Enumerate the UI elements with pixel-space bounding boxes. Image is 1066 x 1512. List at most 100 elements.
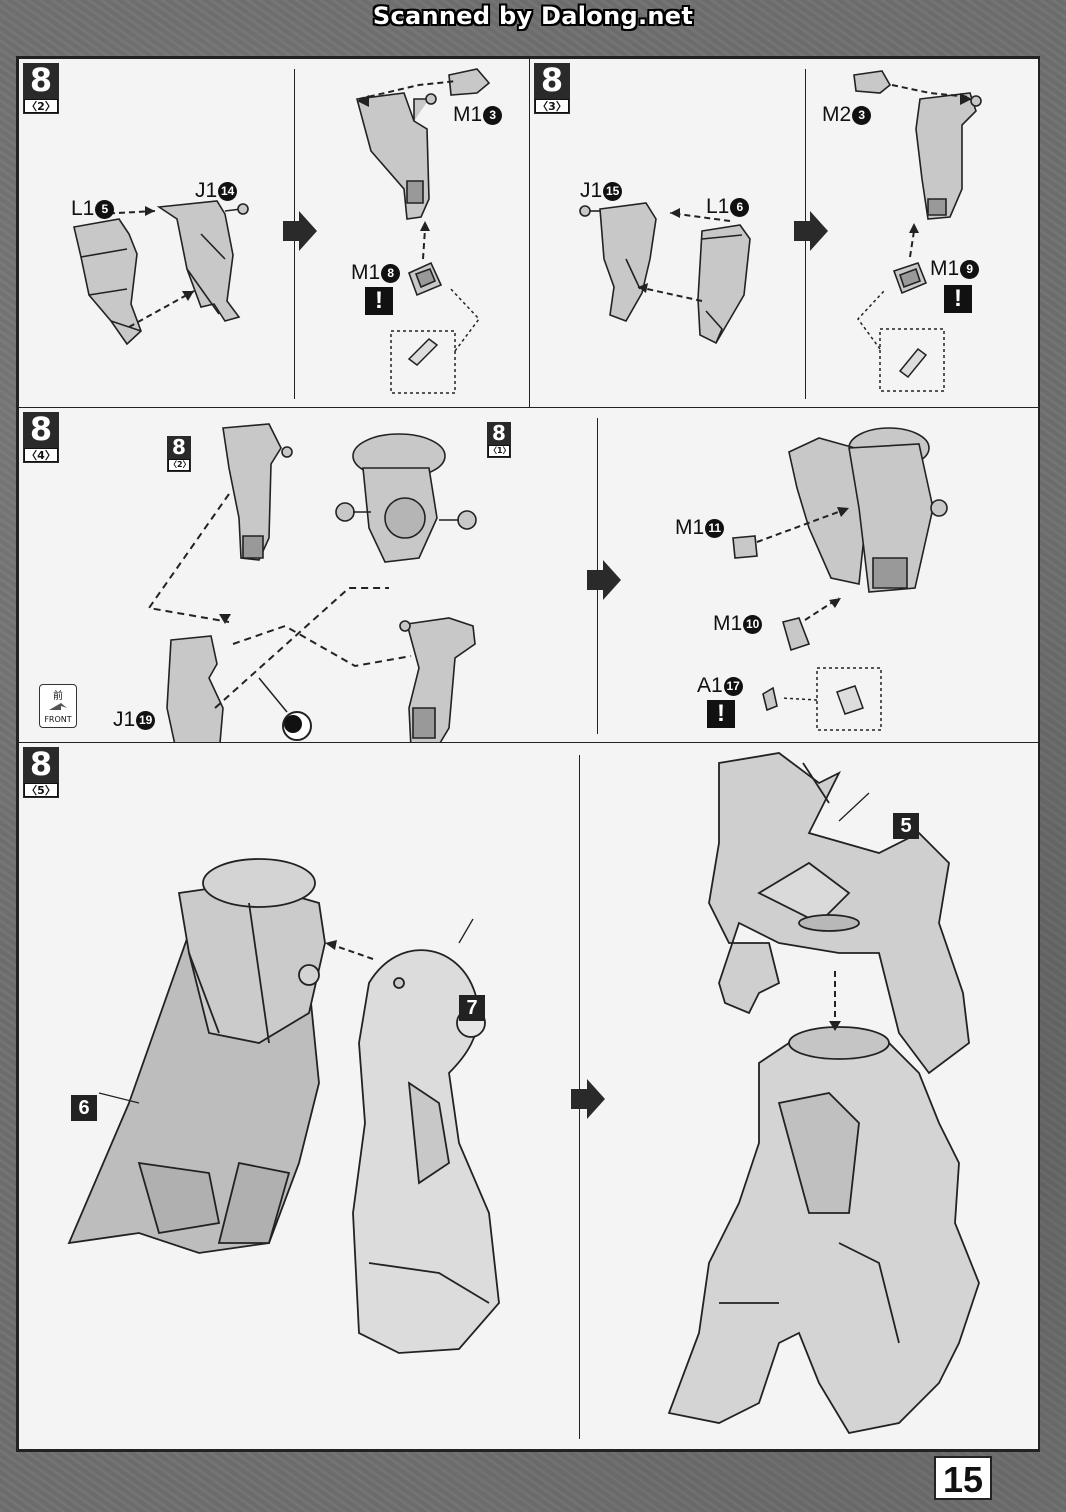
part-code: A1: [697, 674, 723, 697]
part-number: 10: [743, 614, 763, 634]
step-8-2-illustration: [73, 68, 491, 394]
part-m1-10: [782, 617, 811, 652]
assembly-arrows-right: [358, 80, 458, 260]
step-8-4-illustration: [147, 423, 948, 742]
part-code: J1: [580, 179, 603, 202]
part-code: L1: [706, 195, 730, 218]
part-number: 6: [730, 197, 750, 217]
step-number: 8: [540, 61, 564, 99]
part-code: M1: [351, 261, 381, 284]
part-hip-block: [335, 433, 477, 563]
part-number: 5: [95, 199, 115, 219]
step-substep: 〈4〉: [24, 448, 58, 462]
step-8-3-illustration: [579, 70, 982, 392]
callout-5: 5: [893, 813, 919, 839]
part-j1-15: [579, 202, 657, 322]
step-substep: 〈5〉: [24, 783, 58, 797]
next-arrow-icon: [587, 560, 621, 600]
ref-number: 8: [172, 435, 186, 459]
ref-substep: 〈2〉: [168, 459, 191, 471]
callout-7: 7: [459, 995, 485, 1021]
part-arm-upper: [222, 423, 293, 561]
part-m1-3: [355, 68, 491, 220]
detail-box: [780, 667, 882, 731]
part-m1-8: [407, 261, 443, 297]
assembly-6: [67, 858, 326, 1254]
part-code: M1: [713, 612, 743, 635]
part-number: 8: [381, 263, 401, 283]
part-detail: [836, 685, 864, 715]
step-substep: 〈3〉: [535, 99, 569, 113]
step-8-4-panel: 8 〈4〉 8 〈2〉 8 〈1〉: [18, 407, 1040, 743]
part-code: M2: [822, 103, 852, 126]
part-number: 15: [603, 181, 623, 201]
reference-badge-8-1: 8 〈1〉: [487, 422, 511, 458]
part-l1-6: [697, 224, 751, 345]
part-number: 19: [136, 710, 156, 730]
step-8-3-panel: 8 〈3〉: [529, 58, 1040, 408]
step-badge: 8 〈5〉: [23, 747, 59, 798]
part-number: 14: [218, 181, 238, 201]
part-number: 3: [483, 105, 503, 125]
part-a1-17: [762, 686, 778, 712]
part-number: 9: [960, 259, 980, 279]
part-number: 3: [852, 105, 872, 125]
part-j1-19: [166, 635, 224, 742]
assembly-5-torso: [708, 752, 970, 1075]
part-m1-11: [732, 535, 758, 559]
step-8-5-panel: 8 〈5〉: [18, 742, 1040, 1450]
part-l1-5: [73, 218, 142, 346]
front-indicator: 前 FRONT: [39, 684, 77, 728]
part-m2-3: [853, 70, 982, 220]
part-number: 11: [705, 518, 725, 538]
part-arm-lower: [399, 617, 476, 742]
step-number: 8: [29, 410, 53, 448]
part-detail: [407, 338, 439, 366]
front-kanji: 前: [53, 691, 63, 702]
next-arrow-icon: [571, 1079, 605, 1119]
reference-badge-8-2: 8 〈2〉: [167, 436, 191, 472]
step-number: 8: [29, 61, 53, 99]
instruction-sheet: 8 〈2〉: [16, 56, 1040, 1452]
assembly-arrows-right: [891, 84, 971, 258]
part-code: M1: [453, 103, 483, 126]
assembly-lower-body: [667, 1026, 980, 1435]
front-arrow-icon: [49, 703, 67, 710]
page-number: 15: [934, 1456, 992, 1500]
callout-6: 6: [71, 1095, 97, 1121]
front-text: FRONT: [44, 715, 72, 724]
ref-number: 8: [492, 421, 506, 445]
part-shoulder-assembly: [788, 427, 948, 593]
warning-icon: !: [365, 287, 393, 315]
assembly-arrows: [147, 493, 412, 709]
step-badge: 8 〈4〉: [23, 412, 59, 463]
next-arrow-icon: [283, 211, 317, 251]
part-code: J1: [195, 179, 218, 202]
part-code: L1: [71, 197, 95, 220]
part-detail: [898, 347, 928, 379]
part-code: M1: [675, 516, 705, 539]
part-number: 17: [723, 676, 743, 696]
step-8-5-illustration: [67, 752, 980, 1435]
assembly-arrows: [98, 210, 195, 328]
part-code: M1: [930, 257, 960, 280]
step-badge: 8 〈3〉: [534, 63, 570, 114]
step-substep: 〈2〉: [24, 99, 58, 113]
warning-icon: !: [944, 285, 972, 313]
detail-box: [390, 286, 480, 394]
step-number: 8: [29, 745, 53, 783]
warning-icon: !: [707, 700, 735, 728]
ref-substep: 〈1〉: [488, 445, 511, 457]
part-m1-9: [892, 262, 928, 295]
step-badge: 8 〈2〉: [23, 63, 59, 114]
